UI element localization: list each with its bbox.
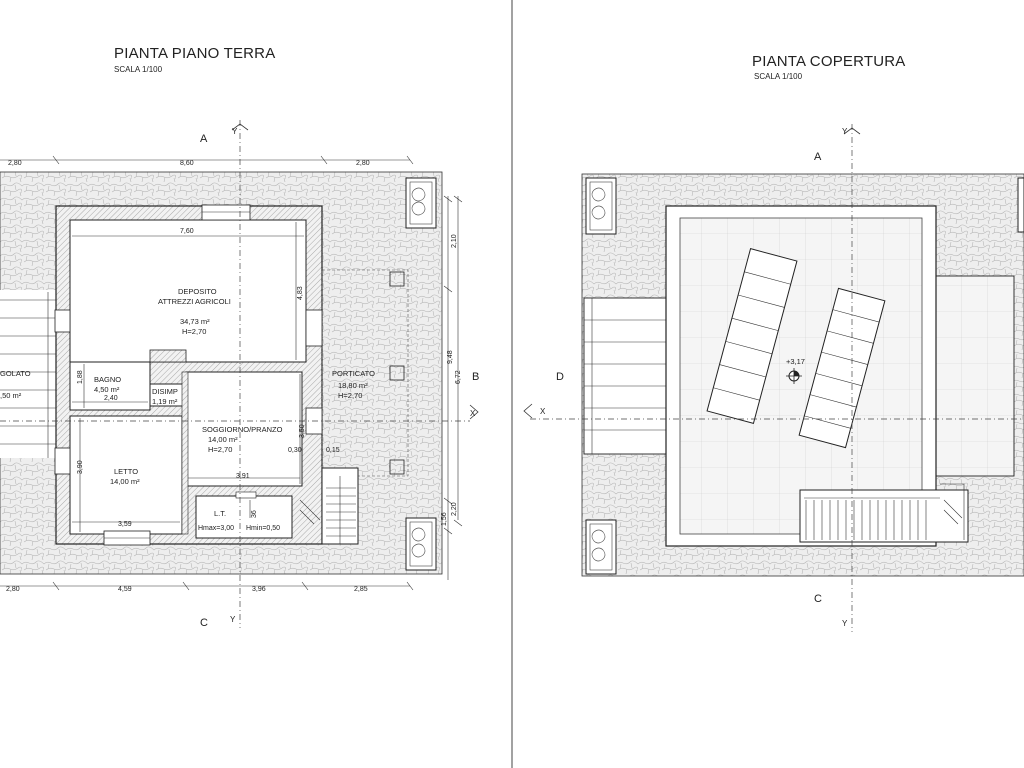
left-pergola [0, 290, 56, 458]
disimp-area: 1,19 m² [152, 397, 178, 406]
axis-y-top: Y [232, 127, 238, 136]
axis-y-bottom: Y [230, 615, 236, 624]
svg-text:2,80: 2,80 [356, 160, 370, 167]
svg-text:3,50: 3,50 [299, 424, 306, 438]
svg-text:2,20: 2,20 [451, 502, 458, 516]
svg-text:9,48: 9,48 [447, 350, 454, 364]
lt-hmin: Hmin=0,50 [246, 525, 280, 532]
elevation-label: +3,17 [786, 357, 805, 366]
solar-panel-array-left [706, 248, 798, 424]
svg-text:2,80: 2,80 [6, 586, 20, 593]
svg-text:1,56: 1,56 [441, 512, 448, 526]
svg-text:0,30: 0,30 [288, 447, 302, 454]
svg-text:4,83: 4,83 [297, 286, 304, 300]
roof-planter-bottom-left [585, 519, 617, 575]
roof-axis-y-bottom: Y [842, 619, 848, 628]
svg-text:0,15: 0,15 [326, 447, 340, 454]
windows [54, 204, 323, 546]
svg-text:1,88: 1,88 [77, 370, 84, 384]
roof-planter-top-left [585, 177, 617, 235]
section-label-c: C [200, 617, 208, 629]
deposito-height: H=2,70 [182, 327, 206, 336]
staircase [299, 467, 359, 545]
svg-text:3,59: 3,59 [118, 521, 132, 528]
dimension-bottom: 2,80 4,59 3,96 2,85 [0, 581, 414, 593]
solar-panel-array-right [798, 287, 886, 449]
planter-bottom-right [405, 517, 437, 571]
roof-title: PIANTA COPERTURA [752, 53, 906, 70]
left-room-partial-name: GOLATO [0, 369, 31, 378]
bagno-name: BAGNO [94, 375, 121, 384]
roof-left-pergola [583, 297, 667, 455]
soggiorno-area: 14,00 m² [208, 435, 238, 444]
letto-area: 14,00 m² [110, 477, 140, 486]
roof-scale: SCALA 1/100 [754, 72, 803, 81]
svg-text:2,40: 2,40 [104, 395, 118, 402]
svg-text:2,10: 2,10 [451, 234, 458, 248]
roof-right-pergola [931, 275, 1015, 477]
svg-text:2,80: 2,80 [8, 160, 22, 167]
svg-text:2,85: 2,85 [354, 586, 368, 593]
porticato-area: 18,80 m² [338, 381, 368, 390]
room-labels: DEPOSITO ATTREZZI AGRICOLI 34,73 m² H=2,… [0, 287, 375, 532]
ground-floor-plan: PIANTA PIANO TERRA SCALA 1/100 [0, 45, 479, 629]
roof-plan: PIANTA COPERTURA SCALA 1/100 [523, 53, 1024, 632]
lt-hmax: Hmax=3,00 [198, 525, 234, 532]
svg-text:8,60: 8,60 [180, 160, 194, 167]
deposito-area: 34,73 m² [180, 317, 210, 326]
porticato-height: H=2,70 [338, 391, 362, 400]
deposito-name: DEPOSITO [178, 287, 217, 296]
bagno-area: 4,50 m² [94, 385, 120, 394]
soggiorno-height: H=2,70 [208, 445, 232, 454]
roof-staircase [799, 483, 969, 543]
ground-floor-scale: SCALA 1/100 [114, 65, 163, 74]
elevation-marker: +3,17 [786, 357, 805, 384]
roof-section-label-a: A [814, 151, 822, 163]
svg-text:4,59: 4,59 [118, 586, 132, 593]
dimension-right: 2,10 9,48 6,72 1,56 2,20 [441, 195, 463, 580]
left-room-partial-area: ,50 m² [0, 391, 22, 400]
porticato-name: PORTICATO [332, 369, 375, 378]
axis-x: X [470, 409, 476, 418]
ground-floor-title: PIANTA PIANO TERRA [114, 45, 275, 62]
disimp-name: DISIMP [152, 387, 178, 396]
section-label-a: A [200, 133, 208, 145]
roof-axis-y-top: Y [842, 127, 848, 136]
svg-text:6,72: 6,72 [455, 370, 462, 384]
section-label-b: B [472, 371, 479, 383]
svg-text:3,96: 3,96 [252, 586, 266, 593]
inner-dimensions: 7,60 4,83 2,40 1,88 3,90 3,59 3,91 3,50 … [72, 222, 340, 532]
roof-section-label-c: C [814, 593, 822, 605]
lt-name: L.T. [214, 509, 226, 518]
svg-text:3,91: 3,91 [236, 473, 250, 480]
deposito-sub: ATTREZZI AGRICOLI [158, 297, 231, 306]
svg-text:36: 36 [251, 510, 258, 518]
svg-text:7,60: 7,60 [180, 228, 194, 235]
letto-name: LETTO [114, 467, 138, 476]
svg-text:3,90: 3,90 [77, 460, 84, 474]
roof-section-label-d: D [556, 371, 564, 383]
roof-axis-x: X [540, 407, 546, 416]
roof-planter-top-right [1017, 177, 1024, 233]
dimension-top: 2,80 8,60 2,80 [0, 155, 414, 167]
planter-top-right [405, 177, 437, 229]
soggiorno-name: SOGGIORNO/PRANZO [202, 425, 283, 434]
porticato-outline [321, 269, 409, 477]
